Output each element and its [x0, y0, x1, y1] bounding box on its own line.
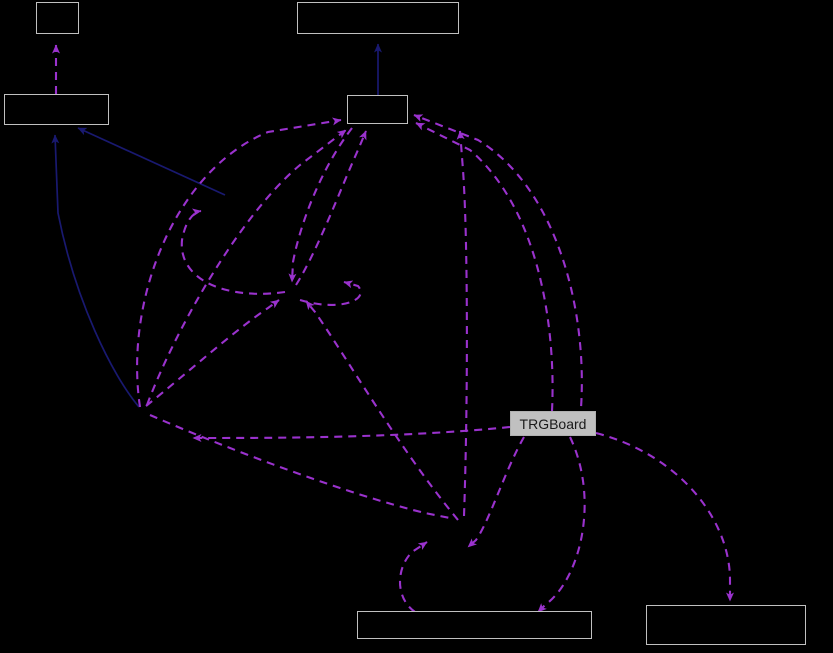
edge-n5-n4-a	[415, 122, 554, 412]
hidden-node-left[interactable]	[134, 407, 146, 417]
node-box-1[interactable]	[36, 2, 79, 34]
edge-n6-h3	[399, 541, 428, 613]
edge-n5-h3	[467, 436, 525, 548]
edge-n5-n7	[595, 431, 734, 602]
edge-h3-n4	[456, 130, 468, 517]
edge-h3-h1	[305, 300, 459, 521]
node-box-3[interactable]	[297, 2, 459, 34]
edge-h2-h3	[149, 414, 451, 520]
edge-h1-n2	[77, 127, 226, 196]
node-box-6[interactable]	[357, 611, 592, 639]
node-box-2[interactable]	[4, 94, 109, 125]
edge-n5-n4-b	[413, 114, 583, 421]
hidden-node-lower[interactable]	[459, 520, 471, 530]
edge-h2-n4-b	[146, 129, 347, 406]
hidden-node-center[interactable]	[286, 288, 298, 298]
edge-h2-h1	[145, 299, 280, 407]
edge-h2-n2	[51, 134, 140, 408]
node-label-trgboard: TRGBoard	[519, 415, 587, 432]
edge-n5-h2	[192, 425, 511, 442]
edge-h1-loop-left	[180, 208, 286, 295]
node-box-7[interactable]	[646, 605, 806, 645]
inheritance-edges	[51, 43, 382, 408]
edge-n4-h1	[288, 127, 353, 283]
node-box-trgboard[interactable]: TRGBoard	[510, 411, 596, 436]
edge-h1-n4	[295, 130, 367, 286]
node-box-4[interactable]	[347, 95, 408, 124]
edge-h1-self-loop	[299, 280, 362, 306]
edge-h2-n4-a	[136, 117, 342, 408]
edge-n5-n6	[537, 436, 586, 613]
usage-edges	[52, 44, 734, 613]
